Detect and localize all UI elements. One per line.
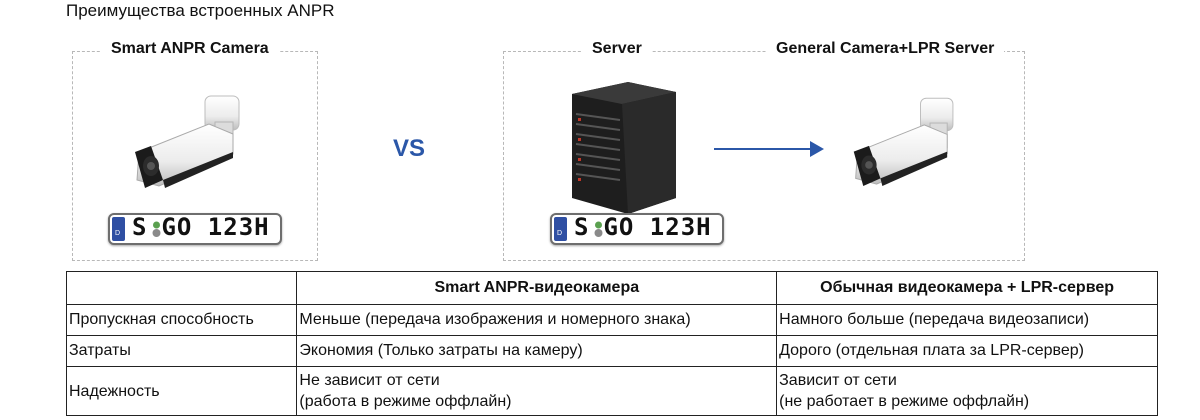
plate-seal-icon xyxy=(594,221,603,237)
plate-country-badge xyxy=(554,217,567,241)
cell-line: Не зависит от сети xyxy=(299,372,440,389)
cell-smart-reliability: Не зависит от сети (работа в режиме оффл… xyxy=(296,366,778,416)
cell-general-throughput: Намного больше (передача видеозаписи) xyxy=(776,304,1158,336)
row-label-throughput: Пропускная способность xyxy=(65,304,298,336)
cell-line: Зависит от сети xyxy=(779,372,897,389)
table-header-row: Smart ANPR-видеокамера Обычная видеокаме… xyxy=(65,271,1158,305)
arrow-right-icon xyxy=(714,141,824,157)
table-header-general: Обычная видеокамера + LPR-сервер xyxy=(776,271,1158,305)
table-row: Пропускная способность Меньше (передача … xyxy=(65,304,1158,336)
row-label-cost: Затраты xyxy=(65,335,298,367)
plate-country-badge xyxy=(112,217,125,241)
plate-seal-icon xyxy=(152,221,161,237)
row-label-reliability: Надежность xyxy=(65,366,298,416)
license-plate: SGO 123H xyxy=(550,213,724,245)
lpr-camera-icon xyxy=(853,97,954,186)
table-row: Надежность Не зависит от сети (работа в … xyxy=(65,366,1158,416)
cell-smart-cost: Экономия (Только затраты на камеру) xyxy=(296,335,778,367)
smart-anpr-camera-panel: Smart ANPR Camera SGO 123H xyxy=(72,40,318,261)
server-rack-icon xyxy=(572,82,676,214)
general-camera-lpr-label: General Camera+LPR Server xyxy=(766,40,1005,58)
smart-anpr-camera-label: Smart ANPR Camera xyxy=(101,40,279,58)
server-label: Server xyxy=(582,40,652,58)
cell-general-cost: Дорого (отдельная плата за LPR-сервер) xyxy=(776,335,1158,367)
cell-line: (работа в режиме оффлайн) xyxy=(299,393,512,410)
cell-smart-throughput: Меньше (передача изображения и номерного… xyxy=(296,304,778,336)
comparison-table: Smart ANPR-видеокамера Обычная видеокаме… xyxy=(65,271,1158,416)
vs-label: VS xyxy=(393,135,426,162)
license-plate: SGO 123H xyxy=(108,213,282,245)
table-header-smart: Smart ANPR-видеокамера xyxy=(296,271,778,305)
server-lpr-panel: Server General Camera+LPR Server xyxy=(503,40,1025,261)
cell-line: (не работает в режиме оффлайн) xyxy=(779,393,1030,410)
cell-general-reliability: Зависит от сети (не работает в режиме оф… xyxy=(776,366,1158,416)
anpr-camera-icon xyxy=(135,95,240,188)
table-row: Затраты Экономия (Только затраты на каме… xyxy=(65,335,1158,367)
table-header-empty xyxy=(65,271,298,305)
page-title: Преимущества встроенных ANPR xyxy=(66,1,335,20)
